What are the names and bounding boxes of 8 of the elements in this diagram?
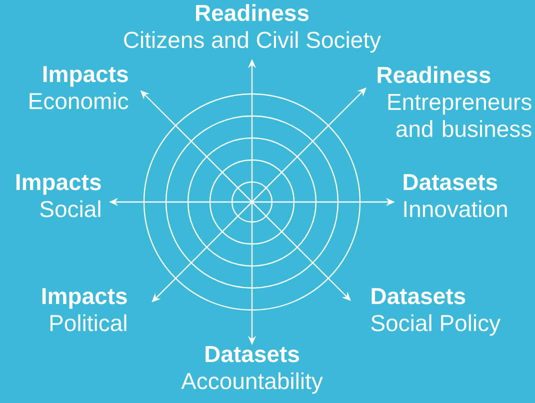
label-text: Datasets Accountability <box>181 346 323 394</box>
label-text: Impacts Political <box>42 288 127 332</box>
label-text: Impacts Economic <box>30 66 128 110</box>
label-text: Readiness Citizens and Civil Society <box>124 4 381 53</box>
label-text: Impacts Social <box>16 174 101 218</box>
label-text: Readiness Entrepreneurs and business <box>378 66 532 138</box>
label-text: Datasets Innovation <box>404 174 507 218</box>
label-text: Datasets Social Policy <box>371 288 500 336</box>
